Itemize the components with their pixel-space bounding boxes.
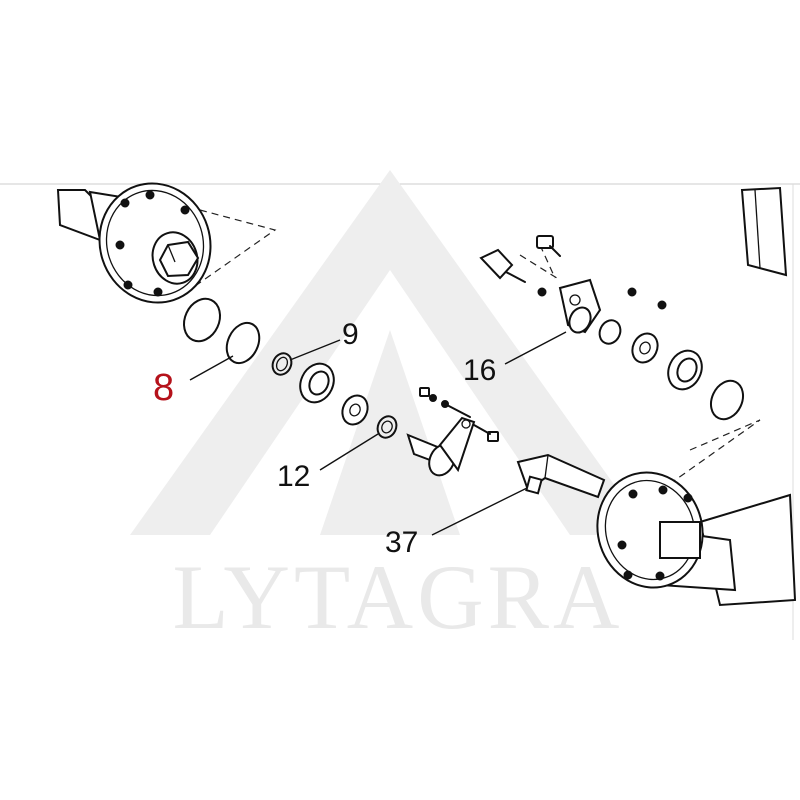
- watermark-text: LYTAGRA: [173, 546, 624, 648]
- axis-guides: [174, 209, 761, 506]
- left-hub-assembly: [56, 182, 212, 304]
- right-hub-assembly: [596, 186, 797, 607]
- part-8-ring: [225, 321, 261, 365]
- washer: [341, 394, 369, 426]
- callout-label-37: 37: [385, 526, 418, 559]
- leader-lines: [189, 331, 567, 536]
- part-37-lever: [516, 453, 606, 499]
- part-12-ring: [376, 415, 398, 439]
- crank-arm-shaft: [406, 387, 499, 477]
- watermark-logo: LYTAGRA: [130, 170, 650, 648]
- callout-label-12: 12: [277, 460, 310, 493]
- part-9-ring: [271, 352, 293, 376]
- circlip: [183, 297, 221, 343]
- part-16-assembly: [479, 235, 745, 421]
- callout-label-16: 16: [463, 354, 496, 387]
- callout-label-9: 9: [342, 318, 359, 351]
- left-bearing: [299, 362, 335, 404]
- callout-label-8: 8: [153, 367, 174, 409]
